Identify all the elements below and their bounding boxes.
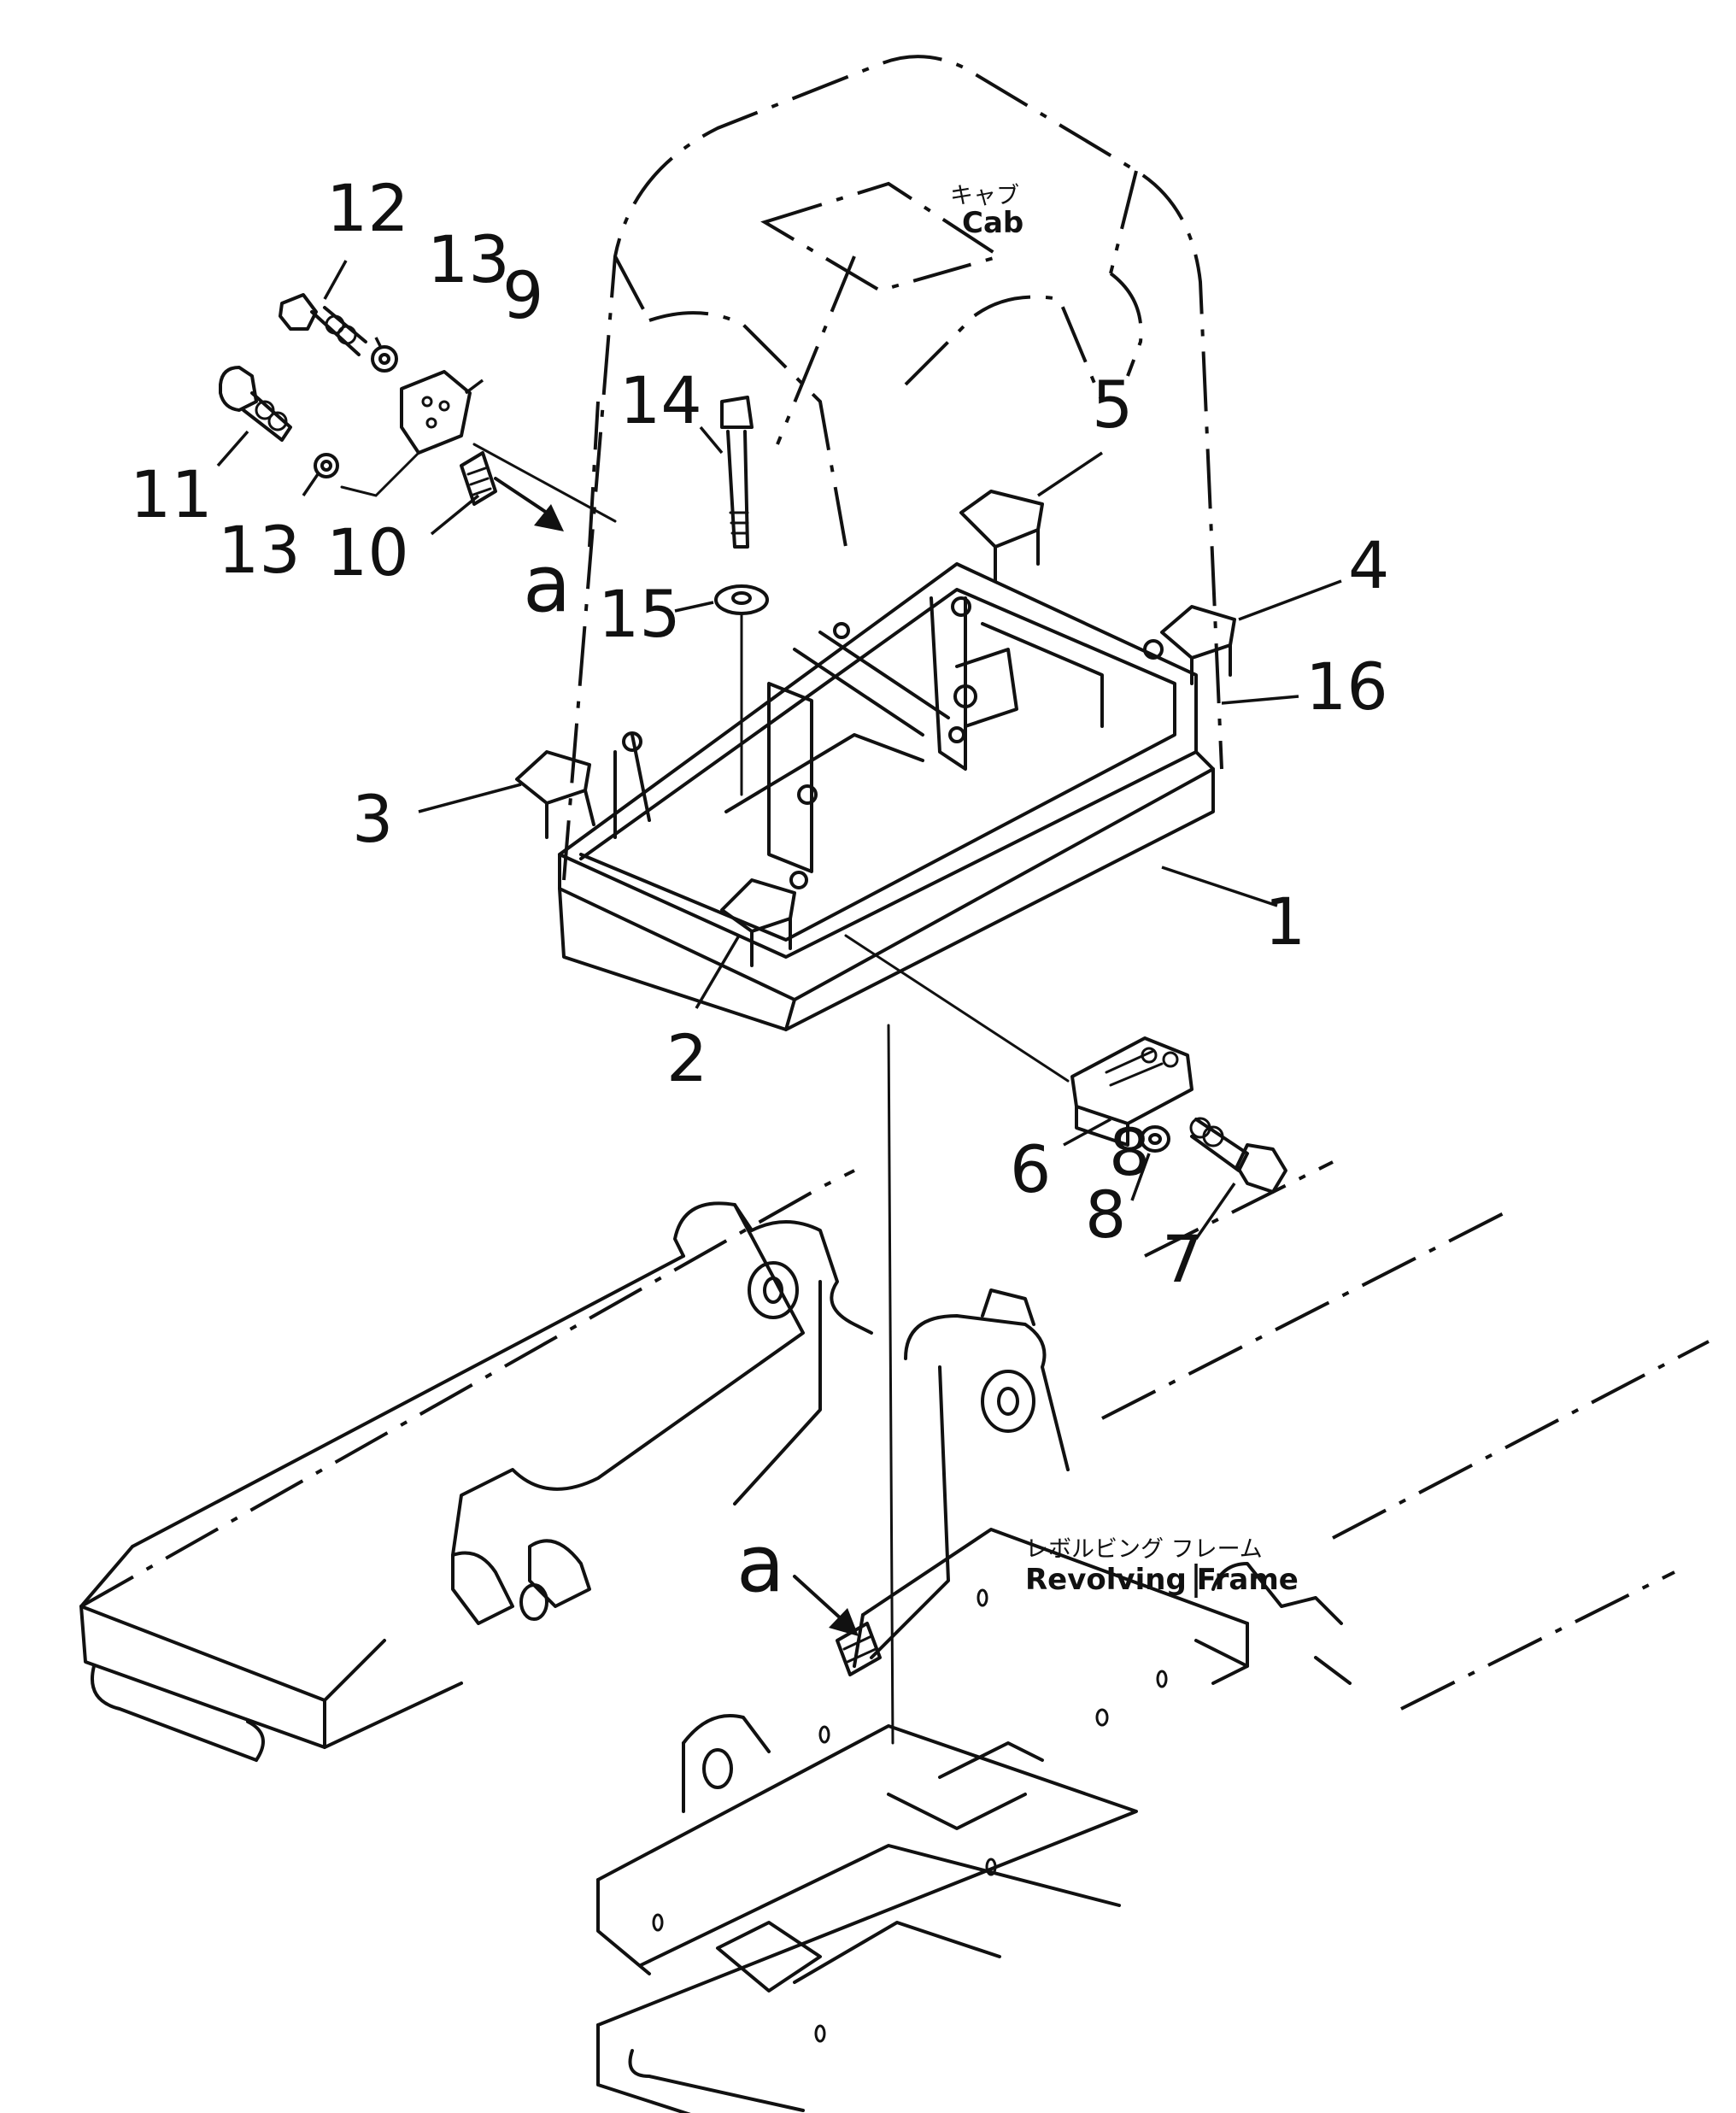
center-line-cab [887, 1024, 894, 1745]
callout-12: 12 [326, 170, 409, 246]
washer-13-upper [371, 345, 398, 373]
cab-label-en: Cab [962, 206, 1023, 240]
bracket-6 [1070, 1036, 1194, 1147]
plate-10 [460, 451, 497, 506]
cushion-15 [714, 584, 769, 615]
callout-6: 6 [1010, 1131, 1051, 1207]
callout-14: 14 [619, 362, 702, 438]
mount-bracket-2 [720, 878, 796, 967]
washer-8-hole [1148, 1133, 1162, 1145]
mount-bracket-3 [515, 750, 595, 839]
callout-13-lower: 13 [218, 512, 301, 588]
washer-13-lower-hole [320, 460, 332, 472]
bolt-7 [1189, 1117, 1287, 1194]
frame-mount-bracket-a [836, 1622, 882, 1676]
bolt-12 [279, 293, 367, 356]
leader-lines [216, 260, 1342, 1598]
assembly-line-13 [340, 451, 420, 497]
callout-10: 10 [326, 514, 409, 590]
frame-label-jp: レボルビング フレーム [1025, 1536, 1263, 1563]
assembly-line-9 [472, 443, 617, 523]
washer-13-lower [314, 453, 339, 478]
arrow-a-top [494, 477, 564, 531]
washer-13-upper-hole [378, 353, 390, 365]
assembly-line-6 [844, 934, 1070, 1083]
cab-label-jp: キャブ [950, 183, 1019, 209]
callout-4: 4 [1348, 527, 1389, 603]
frame-label-en: Revolving Frame [1025, 1563, 1299, 1597]
callout-9: 9 [502, 257, 543, 333]
mount-bracket-5 [959, 490, 1044, 583]
callout-3: 3 [352, 781, 393, 857]
callout-7: 7 [1162, 1221, 1203, 1297]
callout-2: 2 [666, 1020, 707, 1096]
callout-1: 1 [1264, 883, 1305, 960]
callout-16: 16 [1305, 649, 1388, 725]
washer-8 [1140, 1125, 1170, 1153]
mount-bracket-4 [1160, 605, 1236, 685]
callout-15: 15 [598, 576, 681, 652]
cab-base-frame [558, 562, 1215, 1031]
bolt-11 [219, 366, 292, 442]
arrow-a-bottom [793, 1575, 859, 1636]
cab-outline [562, 55, 1223, 881]
callout-11: 11 [130, 456, 213, 532]
view-letter-a-top: a [523, 538, 571, 630]
callout-13-upper: 13 [427, 221, 510, 297]
plate-9 [400, 370, 472, 455]
view-letter-a-bottom: a [736, 1518, 784, 1610]
revolving-frame [79, 1160, 1710, 2113]
callout-8-hardware: 8 [1085, 1177, 1126, 1253]
callout-5: 5 [1092, 367, 1133, 443]
callout-8-washer: 8 [1109, 1114, 1150, 1190]
bolt-14 [720, 396, 754, 549]
